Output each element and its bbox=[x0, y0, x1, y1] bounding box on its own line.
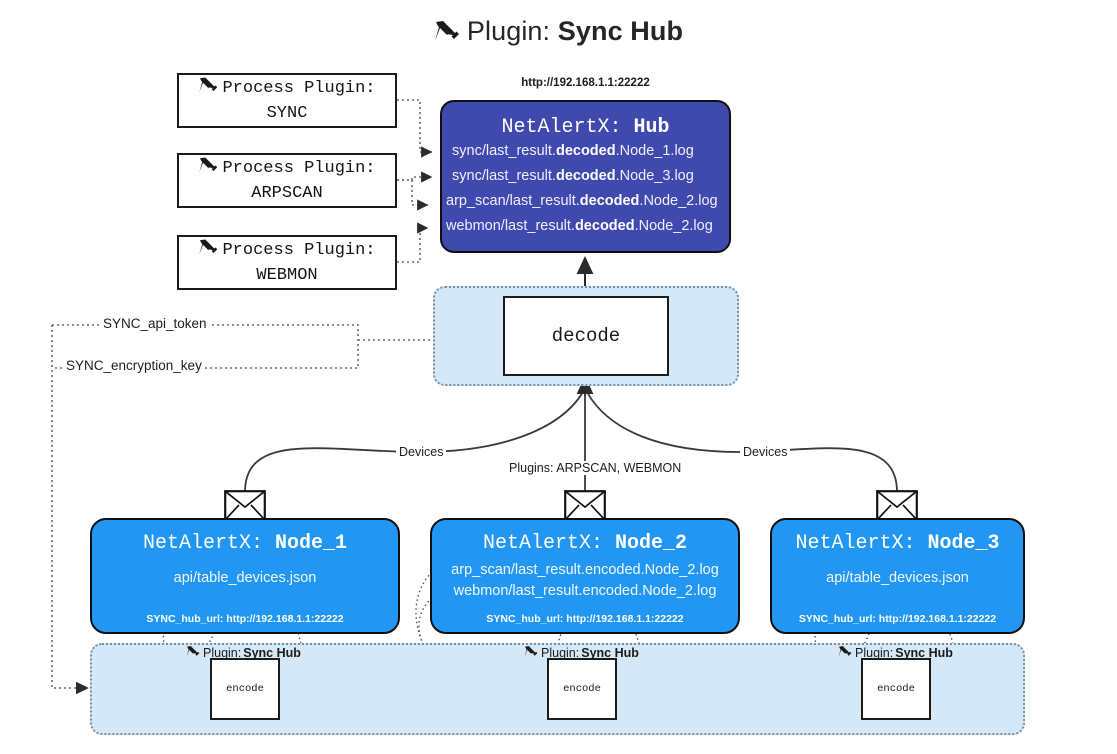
hub-title-prefix: NetAlertX: bbox=[501, 116, 622, 139]
plugin-caption-prefix: Plugin: bbox=[203, 646, 242, 660]
title-name: Sync Hub bbox=[557, 16, 684, 46]
log-pre: sync/last_result. bbox=[452, 143, 556, 159]
process-plugin-caption: Process Plugin: bbox=[222, 158, 376, 178]
devices-label-left: Devices bbox=[396, 445, 447, 459]
process-plugin-caption-row: Process Plugin: bbox=[198, 238, 376, 265]
node-title: NetAlertX: Node_2 bbox=[432, 532, 738, 555]
process-plugin-box-webmon[interactable]: Process Plugin: WEBMON bbox=[177, 235, 397, 290]
log-post: .Node_1.log bbox=[615, 143, 694, 159]
log-post: .Node_2.log bbox=[634, 217, 713, 234]
plugin-caption-prefix: Plugin: bbox=[541, 646, 580, 660]
hub-log-line: sync/last_result.decoded.Node_1.log bbox=[442, 139, 729, 164]
process-plugin-name: SYNC bbox=[266, 103, 308, 123]
plug-icon bbox=[186, 645, 201, 661]
node-title-name: Node_3 bbox=[927, 532, 1000, 555]
node-title: NetAlertX: Node_1 bbox=[92, 532, 398, 555]
node-title-prefix: NetAlertX: bbox=[482, 532, 603, 555]
node-box-node-3[interactable]: NetAlertX: Node_3 api/table_devices.json… bbox=[770, 518, 1025, 634]
plugin-caption-node-1: Plugin: Sync Hub bbox=[186, 645, 301, 661]
hub-log-line: sync/last_result.decoded.Node_3.log bbox=[442, 164, 729, 189]
hub-log-line: webmon/last_result.decoded.Node_2.log bbox=[442, 214, 729, 239]
log-em: decoded bbox=[555, 167, 616, 184]
devices-label-right: Devices bbox=[740, 445, 791, 459]
node-title-name: Node_1 bbox=[275, 532, 348, 555]
hub-log-line: arp_scan/last_result.decoded.Node_2.log bbox=[442, 189, 729, 214]
envelope-icon bbox=[876, 490, 918, 521]
node-title-prefix: NetAlertX: bbox=[142, 532, 263, 555]
plugin-caption-prefix: Plugin: bbox=[855, 646, 894, 660]
log-post: .Node_2.log bbox=[639, 192, 718, 209]
hub-url-label: http://192.168.1.1:22222 bbox=[521, 77, 650, 89]
node-hub-url: SYNC_hub_url: http://192.168.1.1:22222 bbox=[798, 613, 997, 625]
sync-api-token-label: SYNC_api_token bbox=[100, 316, 210, 331]
process-plugin-caption-row: Process Plugin: bbox=[198, 76, 376, 103]
encode-box-node-1[interactable]: encode bbox=[210, 658, 280, 720]
node-resource-line: api/table_devices.json bbox=[173, 570, 317, 586]
decode-box[interactable]: decode bbox=[503, 296, 669, 376]
encode-box-node-3[interactable]: encode bbox=[861, 658, 931, 720]
process-plugin-name: WEBMON bbox=[256, 265, 318, 285]
title-prefix: Plugin: bbox=[466, 16, 551, 46]
node-box-node-1[interactable]: NetAlertX: Node_1 api/table_devices.json… bbox=[90, 518, 400, 634]
log-post: .Node_3.log bbox=[615, 167, 694, 184]
hub-title-name: Hub bbox=[633, 116, 670, 139]
log-em: decoded bbox=[574, 217, 635, 234]
encode-box-node-2[interactable]: encode bbox=[547, 658, 617, 720]
plugin-caption-name: Sync Hub bbox=[895, 646, 953, 660]
log-pre: sync/last_result. bbox=[452, 167, 556, 184]
node-title-name: Node_2 bbox=[615, 532, 688, 555]
plugin-caption-name: Sync Hub bbox=[243, 646, 301, 660]
envelope-icon bbox=[224, 490, 266, 521]
plug-icon bbox=[838, 645, 853, 661]
log-em: decoded bbox=[555, 143, 616, 159]
page-title: Plugin: Sync Hub bbox=[0, 16, 1117, 50]
hub-node-box[interactable]: NetAlertX: Hub sync/last_result.decoded.… bbox=[440, 100, 731, 253]
log-pre: webmon/last_result. bbox=[446, 217, 575, 234]
plugin-caption-name: Sync Hub bbox=[581, 646, 639, 660]
node-box-node-2[interactable]: NetAlertX: Node_2 arp_scan/last_result.e… bbox=[430, 518, 740, 634]
log-pre: arp_scan/last_result. bbox=[446, 192, 580, 209]
node-title-prefix: NetAlertX: bbox=[795, 532, 916, 555]
sync-encryption-key-label: SYNC_encryption_key bbox=[63, 358, 205, 373]
hub-title: NetAlertX: Hub bbox=[442, 116, 729, 139]
plug-icon bbox=[524, 645, 539, 661]
log-em: decoded bbox=[579, 192, 640, 209]
envelope-icon bbox=[564, 490, 606, 521]
node-hub-url: SYNC_hub_url: http://192.168.1.1:22222 bbox=[146, 613, 344, 625]
plugin-caption-node-3: Plugin: Sync Hub bbox=[838, 645, 953, 661]
node-title: NetAlertX: Node_3 bbox=[772, 532, 1023, 555]
node-hub-url: SYNC_hub_url: http://192.168.1.1:22222 bbox=[486, 613, 684, 625]
node-resource-line: arp_scan/last_result.encoded.Node_2.log bbox=[451, 562, 719, 578]
plug-icon bbox=[198, 156, 220, 183]
process-plugin-name: ARPSCAN bbox=[251, 183, 323, 203]
plug-icon bbox=[434, 19, 462, 50]
node-resource-line: api/table_devices.json bbox=[826, 570, 969, 586]
plugin-caption-node-2: Plugin: Sync Hub bbox=[524, 645, 639, 661]
process-plugin-box-sync[interactable]: Process Plugin: SYNC bbox=[177, 73, 397, 128]
process-plugin-box-arpscan[interactable]: Process Plugin: ARPSCAN bbox=[177, 153, 397, 208]
process-plugin-caption-row: Process Plugin: bbox=[198, 156, 376, 183]
plug-icon bbox=[198, 76, 220, 103]
plugins-label-center: Plugins: ARPSCAN, WEBMON bbox=[506, 461, 685, 475]
process-plugin-caption: Process Plugin: bbox=[222, 240, 376, 260]
process-plugin-caption: Process Plugin: bbox=[222, 78, 376, 98]
plug-icon bbox=[198, 238, 220, 265]
node-resource-line: webmon/last_result.encoded.Node_2.log bbox=[453, 583, 717, 600]
